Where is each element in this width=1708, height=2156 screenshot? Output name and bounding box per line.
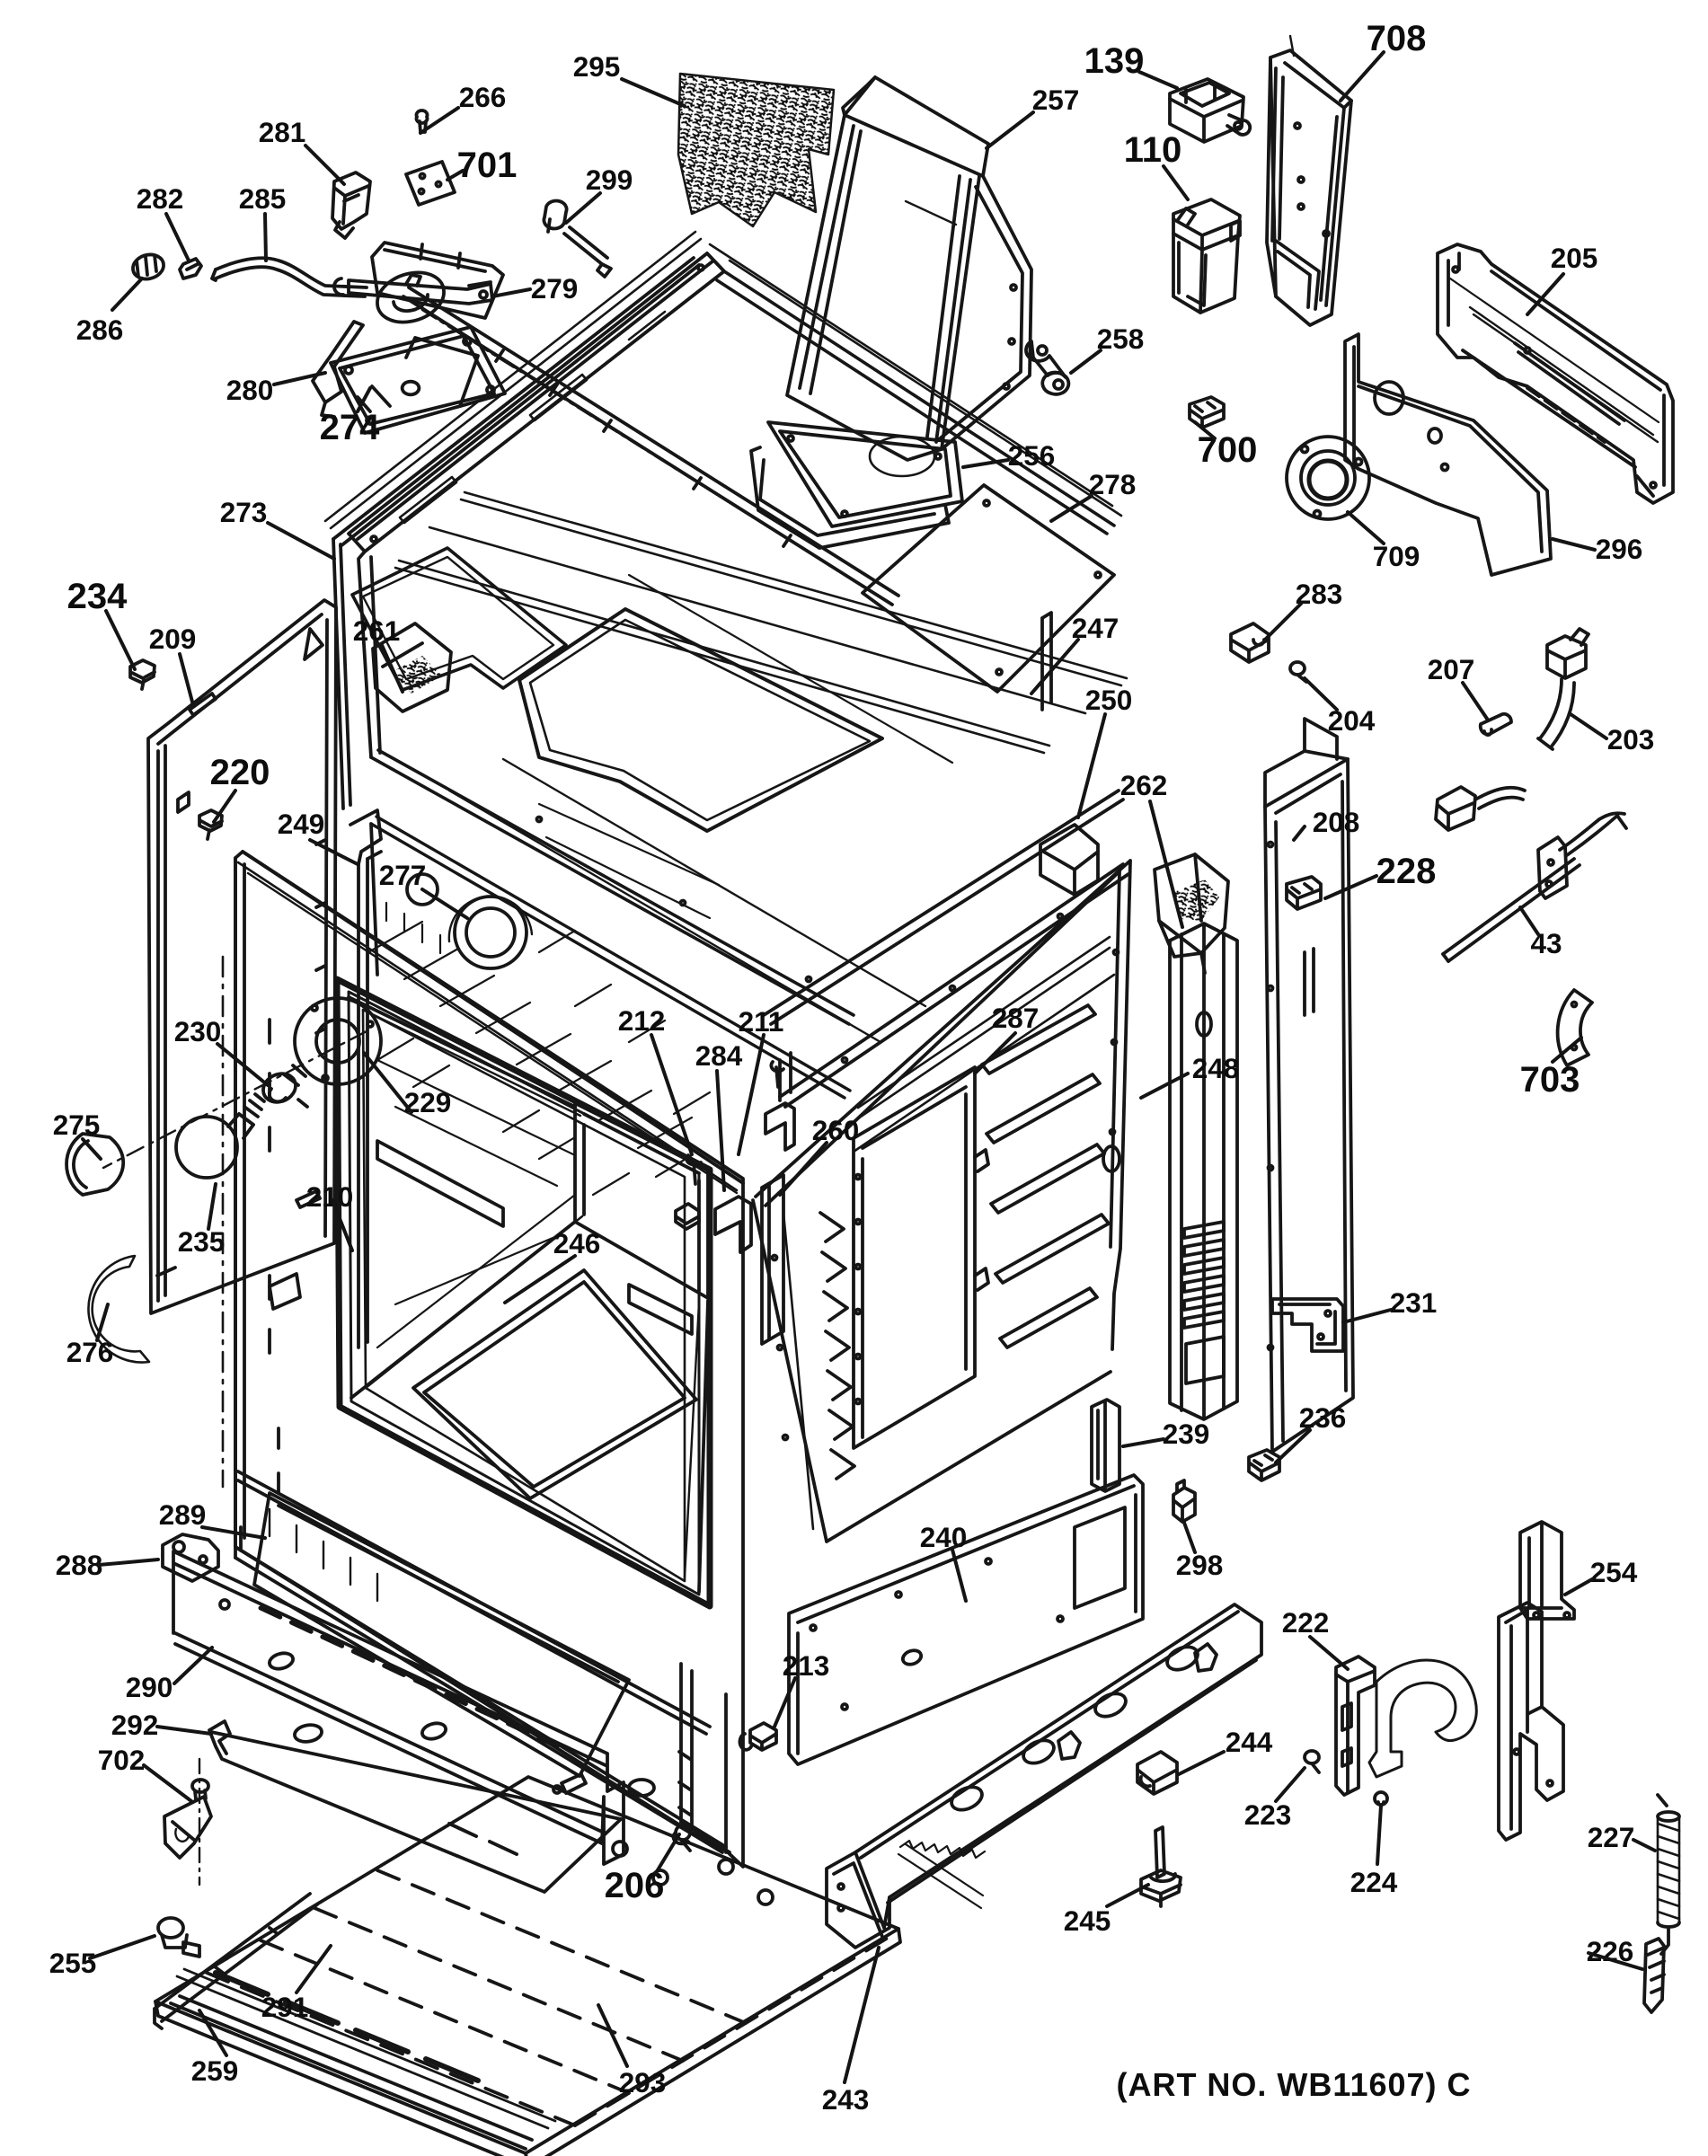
svg-text:220: 220	[210, 753, 270, 792]
svg-text:207: 207	[1428, 653, 1475, 685]
svg-text:205: 205	[1551, 242, 1598, 274]
svg-text:708: 708	[1367, 19, 1427, 58]
svg-text:287: 287	[992, 1002, 1040, 1034]
svg-text:227: 227	[1588, 1821, 1635, 1853]
svg-text:259: 259	[191, 2054, 239, 2087]
svg-text:(ART NO. WB11607) C: (ART NO. WB11607) C	[1116, 2066, 1471, 2103]
svg-text:702: 702	[98, 1744, 146, 1776]
svg-text:243: 243	[822, 2083, 870, 2116]
svg-text:260: 260	[812, 1114, 860, 1146]
svg-text:700: 700	[1198, 430, 1258, 470]
svg-text:224: 224	[1350, 1866, 1398, 1898]
svg-text:210: 210	[306, 1180, 354, 1213]
svg-text:295: 295	[573, 50, 621, 83]
svg-text:236: 236	[1299, 1401, 1347, 1434]
svg-text:284: 284	[695, 1039, 743, 1072]
svg-text:275: 275	[53, 1109, 101, 1141]
svg-text:240: 240	[920, 1521, 968, 1553]
svg-text:257: 257	[1032, 84, 1080, 116]
svg-text:285: 285	[239, 182, 287, 215]
svg-text:250: 250	[1085, 684, 1133, 716]
svg-text:209: 209	[149, 623, 197, 655]
svg-text:223: 223	[1244, 1798, 1292, 1831]
svg-text:291: 291	[261, 1991, 309, 2023]
svg-text:256: 256	[1008, 439, 1056, 472]
svg-text:292: 292	[111, 1709, 159, 1741]
svg-text:234: 234	[67, 577, 128, 616]
svg-text:211: 211	[739, 1005, 784, 1038]
svg-text:208: 208	[1313, 806, 1360, 838]
svg-text:280: 280	[226, 374, 274, 406]
svg-text:248: 248	[1192, 1052, 1240, 1084]
svg-text:245: 245	[1064, 1904, 1111, 1937]
svg-text:281: 281	[259, 116, 306, 148]
svg-text:273: 273	[220, 496, 268, 528]
svg-text:228: 228	[1376, 852, 1437, 891]
svg-text:278: 278	[1089, 468, 1137, 500]
svg-text:709: 709	[1373, 540, 1420, 572]
svg-text:261: 261	[353, 614, 401, 647]
svg-text:703: 703	[1520, 1060, 1580, 1100]
svg-text:212: 212	[618, 1004, 666, 1037]
svg-text:299: 299	[586, 163, 633, 196]
svg-text:254: 254	[1590, 1556, 1638, 1588]
svg-text:226: 226	[1587, 1935, 1634, 1967]
svg-text:231: 231	[1390, 1286, 1438, 1319]
svg-text:288: 288	[56, 1549, 103, 1581]
svg-text:298: 298	[1176, 1549, 1224, 1581]
svg-text:244: 244	[1226, 1726, 1273, 1758]
svg-text:235: 235	[178, 1225, 226, 1258]
svg-text:296: 296	[1596, 533, 1643, 565]
svg-text:290: 290	[126, 1671, 173, 1703]
svg-text:213: 213	[783, 1649, 830, 1682]
svg-text:276: 276	[66, 1336, 114, 1368]
svg-text:274: 274	[320, 408, 380, 447]
svg-text:277: 277	[379, 859, 427, 891]
svg-text:701: 701	[457, 146, 518, 185]
svg-text:222: 222	[1282, 1606, 1330, 1639]
svg-text:239: 239	[1163, 1418, 1210, 1450]
svg-text:282: 282	[137, 182, 184, 215]
svg-text:279: 279	[531, 272, 579, 305]
svg-text:255: 255	[49, 1947, 97, 1979]
svg-text:283: 283	[1296, 578, 1343, 610]
svg-text:249: 249	[278, 808, 325, 840]
svg-text:246: 246	[553, 1227, 601, 1259]
svg-text:110: 110	[1124, 130, 1182, 170]
svg-text:258: 258	[1097, 323, 1145, 355]
svg-text:266: 266	[459, 81, 507, 113]
svg-text:286: 286	[76, 314, 124, 346]
svg-text:262: 262	[1120, 769, 1168, 801]
svg-text:230: 230	[174, 1015, 222, 1047]
svg-text:203: 203	[1607, 723, 1655, 755]
svg-text:289: 289	[159, 1498, 207, 1531]
svg-text:139: 139	[1084, 41, 1145, 81]
svg-text:293: 293	[619, 2066, 667, 2099]
